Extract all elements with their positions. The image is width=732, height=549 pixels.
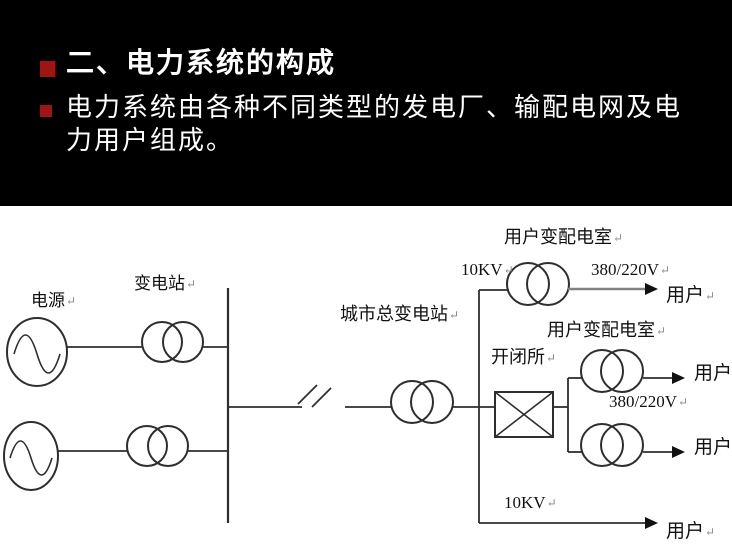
title-bullet-icon: [40, 61, 55, 77]
transformer-icon: [141, 321, 204, 363]
label-switching-station: 开闭所↵: [491, 343, 556, 369]
label-city-main-substation: 城市总变电站↵: [340, 300, 459, 326]
return-mark: ↵: [66, 294, 77, 308]
return-mark: ↵: [678, 395, 689, 409]
label-user-transformer-room-mid: 用户变配电室↵: [547, 316, 666, 342]
label-text: 380/220V: [591, 260, 659, 279]
label-text: 用户: [694, 437, 732, 458]
return-mark: ↵: [660, 263, 671, 277]
body-line-2: 力用户组成。: [66, 125, 235, 155]
return-mark: ↵: [546, 496, 557, 510]
return-mark: ↵: [705, 525, 716, 539]
label-text: 开闭所: [491, 347, 545, 367]
label-user-top: 用户↵: [666, 280, 715, 307]
return-mark: ↵: [449, 308, 460, 322]
transformer-icon: [126, 425, 189, 467]
label-user-mid-upper: 用户↵: [694, 358, 732, 385]
generator-icon: [6, 317, 68, 387]
label-text: 10KV: [461, 260, 503, 279]
label-text: 用户变配电室: [547, 320, 655, 340]
label-10kv-bottom: 10KV↵: [504, 493, 557, 513]
line-break-icon: [297, 384, 332, 408]
label-text: 用户: [666, 285, 705, 306]
label-user-mid-lower: 用户↵: [694, 432, 732, 459]
return-mark: ↵: [656, 324, 667, 338]
arrow-icon: [645, 283, 658, 295]
label-text: 10KV: [504, 493, 546, 512]
switching-station-box: [494, 391, 554, 438]
label-10kv-top: 10KV↵: [461, 260, 514, 280]
label-substation: 变电站↵: [134, 269, 196, 294]
arrow-icon: [672, 372, 685, 384]
label-text: 用户变配电室: [504, 227, 612, 247]
arrow-icon: [672, 446, 685, 458]
return-mark: ↵: [613, 231, 624, 245]
slide-body-text: 电力系统由各种不同类型的发电厂、输配电网及电 力用户组成。: [66, 91, 682, 157]
diagram-canvas: [3, 262, 685, 529]
return-mark: ↵: [186, 277, 197, 291]
return-mark: ↵: [546, 351, 557, 365]
label-380-220v-top: 380/220V↵: [591, 260, 670, 280]
label-text: 变电站: [134, 274, 185, 293]
label-user-transformer-room-top: 用户变配电室↵: [504, 223, 623, 249]
transformer-icon: [506, 262, 570, 306]
generator-icon: [3, 421, 59, 491]
return-mark: ↵: [705, 289, 716, 303]
label-text: 380/220V: [609, 392, 677, 411]
label-user-bottom: 用户↵: [666, 516, 715, 543]
title-band: 二、电力系统的构成 电力系统由各种不同类型的发电厂、输配电网及电 力用户组成。: [0, 0, 732, 206]
return-mark: ↵: [503, 263, 514, 277]
body-line-1: 电力系统由各种不同类型的发电厂、输配电网及电: [66, 92, 683, 122]
arrow-icon: [645, 517, 658, 529]
transformer-icon: [580, 349, 644, 393]
body-bullet-icon: [40, 105, 52, 117]
label-text: 用户: [694, 363, 732, 384]
label-text: 电源: [31, 291, 65, 310]
label-380-220v-mid: 380/220V↵: [609, 392, 688, 412]
slide-title: 二、电力系统的构成: [66, 47, 337, 78]
label-text: 用户: [666, 521, 705, 542]
label-power-source: 电源↵: [31, 286, 76, 311]
label-text: 城市总变电站: [340, 304, 448, 324]
transformer-icon: [390, 380, 454, 424]
power-system-diagram: 电源↵ 变电站↵ 城市总变电站↵ 用户变配电室↵ 10KV↵ 380/220V↵…: [0, 206, 732, 549]
transformer-icon: [580, 423, 644, 467]
